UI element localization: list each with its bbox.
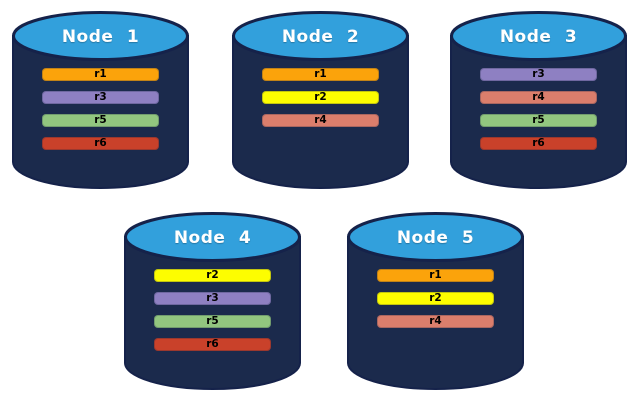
node-3: Node 3 r3 r4 r5 r6 xyxy=(448,6,629,192)
node-5: Node 5 r1 r2 r4 xyxy=(345,207,526,393)
node-title: Node 1 xyxy=(61,27,140,47)
node-title: Node 5 xyxy=(396,228,475,248)
replica-bar-r4: r4 xyxy=(377,315,494,328)
replica-bar-r1: r1 xyxy=(377,269,494,282)
replica-bar-r6: r6 xyxy=(42,137,159,150)
replica-bar-r2: r2 xyxy=(154,269,271,282)
node-2: Node 2 r1 r2 r4 xyxy=(230,6,411,192)
node-title: Node 2 xyxy=(281,27,360,47)
replica-bar-r4: r4 xyxy=(262,114,379,127)
replica-bar-r5: r5 xyxy=(154,315,271,328)
replica-bar-r1: r1 xyxy=(262,68,379,81)
replica-bar-r6: r6 xyxy=(480,137,597,150)
node-4: Node 4 r2 r3 r5 r6 xyxy=(122,207,303,393)
node-title: Node 4 xyxy=(173,228,252,248)
replica-bar-r3: r3 xyxy=(42,91,159,104)
replica-bar-r2: r2 xyxy=(377,292,494,305)
replica-bar-r6: r6 xyxy=(154,338,271,351)
replica-bar-r5: r5 xyxy=(42,114,159,127)
replica-bar-r5: r5 xyxy=(480,114,597,127)
replica-bar-r4: r4 xyxy=(480,91,597,104)
replica-bar-r2: r2 xyxy=(262,91,379,104)
node-1: Node 1 r1 r3 r5 r6 xyxy=(10,6,191,192)
replica-bar-r3: r3 xyxy=(480,68,597,81)
replica-bar-r3: r3 xyxy=(154,292,271,305)
node-title: Node 3 xyxy=(499,27,578,47)
replica-bar-r1: r1 xyxy=(42,68,159,81)
